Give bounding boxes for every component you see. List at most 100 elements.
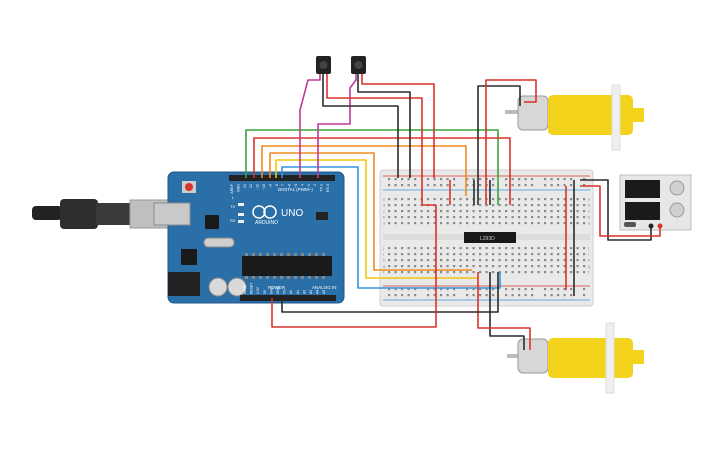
breadboard-hole <box>511 271 514 274</box>
breadboard-hole <box>563 216 566 219</box>
breadboard-hole <box>563 184 566 187</box>
breadboard-hole <box>440 294 443 297</box>
breadboard-row-letter: g <box>383 264 385 269</box>
wire-orange[interactable] <box>261 145 467 196</box>
breadboard-hole <box>583 204 586 207</box>
breadboard-hole <box>472 288 475 291</box>
breadboard-hole <box>427 265 430 268</box>
breadboard-hole <box>427 294 430 297</box>
breadboard-hole <box>505 222 508 225</box>
wire-green[interactable] <box>245 129 499 205</box>
breadboard-hole <box>563 210 566 213</box>
breadboard-hole <box>505 247 508 250</box>
breadboard-hole <box>537 222 540 225</box>
breadboard-row-letter: f <box>383 270 385 275</box>
breadboard-hole <box>446 259 449 262</box>
breadboard-hole <box>446 247 449 250</box>
breadboard-hole <box>583 288 586 291</box>
arduino-board[interactable]: ARDUINO UNO DIGITAL (PWM~) ANALOG IN POW… <box>153 171 345 304</box>
dc-motor-bottom[interactable] <box>507 322 644 394</box>
wire-black-gnd[interactable] <box>281 272 499 313</box>
breadboard-hole <box>544 184 547 187</box>
breadboard-hole <box>531 288 534 291</box>
l-led-label: L <box>232 195 235 200</box>
breadboard-hole <box>531 198 534 201</box>
breadboard-hole <box>459 222 462 225</box>
breadboard-hole <box>511 265 514 268</box>
wire-black-ir-left[interactable] <box>322 74 399 178</box>
wire-magenta-1[interactable] <box>299 74 321 178</box>
breadboard-hole <box>414 294 417 297</box>
wire-orange-2[interactable] <box>269 152 472 271</box>
power-pin-label: A5 <box>322 290 326 294</box>
breadboard-hole <box>563 222 566 225</box>
breadboard-hole <box>420 259 423 262</box>
breadboard-hole <box>550 271 553 274</box>
breadboard-hole <box>440 247 443 250</box>
breadboard-hole <box>505 271 508 274</box>
breadboard-hole <box>433 222 436 225</box>
breadboard-hole <box>550 198 553 201</box>
ir-sensor-left[interactable] <box>316 56 331 74</box>
breadboard-hole <box>440 271 443 274</box>
breadboard-hole <box>557 198 560 201</box>
breadboard-hole <box>394 259 397 262</box>
power-pin-label: A2 <box>302 290 306 294</box>
breadboard-hole <box>570 178 573 181</box>
breadboard-hole <box>472 253 475 256</box>
breadboard-hole <box>498 204 501 207</box>
breadboard-hole <box>420 265 423 268</box>
breadboard-hole <box>466 216 469 219</box>
breadboard-hole <box>433 216 436 219</box>
breadboard-hole <box>388 184 391 187</box>
breadboard-hole <box>407 204 410 207</box>
breadboard-hole <box>394 184 397 187</box>
breadboard-hole <box>485 288 488 291</box>
driver-ic[interactable]: L293D <box>464 232 516 243</box>
breadboard-hole <box>440 265 443 268</box>
breadboard-hole <box>524 210 527 213</box>
breadboard-hole <box>394 253 397 256</box>
breadboard-hole <box>414 271 417 274</box>
breadboard-hole <box>446 265 449 268</box>
wire-red-motor-bottom[interactable] <box>477 272 531 350</box>
wire-yellow[interactable] <box>275 159 478 279</box>
breadboard-hole <box>492 204 495 207</box>
tx-led-label: TX <box>230 204 235 209</box>
breadboard-hole <box>511 178 514 181</box>
wire-red-ir-left[interactable] <box>326 74 436 206</box>
wire-red-psu[interactable] <box>580 185 661 237</box>
breadboard-row-letter: e <box>588 197 591 202</box>
wire-black-motor-bottom[interactable] <box>489 272 525 350</box>
wire-blue[interactable] <box>281 166 501 289</box>
breadboard-hole <box>492 265 495 268</box>
breadboard-hole <box>583 210 586 213</box>
breadboard-hole <box>544 216 547 219</box>
breadboard-hole <box>492 184 495 187</box>
wire-red-5v[interactable] <box>271 205 437 328</box>
wire-black-ir-right[interactable] <box>357 74 411 178</box>
breadboard-hole <box>433 253 436 256</box>
breadboard-hole <box>557 294 560 297</box>
breadboard-hole <box>472 178 475 181</box>
wire-black-motor-top[interactable] <box>477 85 521 205</box>
wire-red-motor-top[interactable] <box>485 79 537 205</box>
breadboard-hole <box>394 247 397 250</box>
breadboard-hole <box>427 222 430 225</box>
breadboard-row-letter: i <box>383 252 384 257</box>
ir-sensor-right[interactable] <box>351 56 366 74</box>
breadboard-hole <box>433 247 436 250</box>
breadboard-hole <box>570 288 573 291</box>
wire-red-ir-right[interactable] <box>361 74 435 178</box>
breadboard-hole <box>524 247 527 250</box>
breadboard-hole <box>388 253 391 256</box>
dc-motor-top[interactable] <box>505 84 644 151</box>
wire-red-1[interactable] <box>253 137 511 205</box>
power-supply[interactable] <box>619 174 692 231</box>
breadboard-hole <box>485 204 488 207</box>
breadboard-hole <box>498 265 501 268</box>
breadboard-hole <box>453 204 456 207</box>
breadboard-hole <box>505 210 508 213</box>
breadboard-hole <box>518 288 521 291</box>
